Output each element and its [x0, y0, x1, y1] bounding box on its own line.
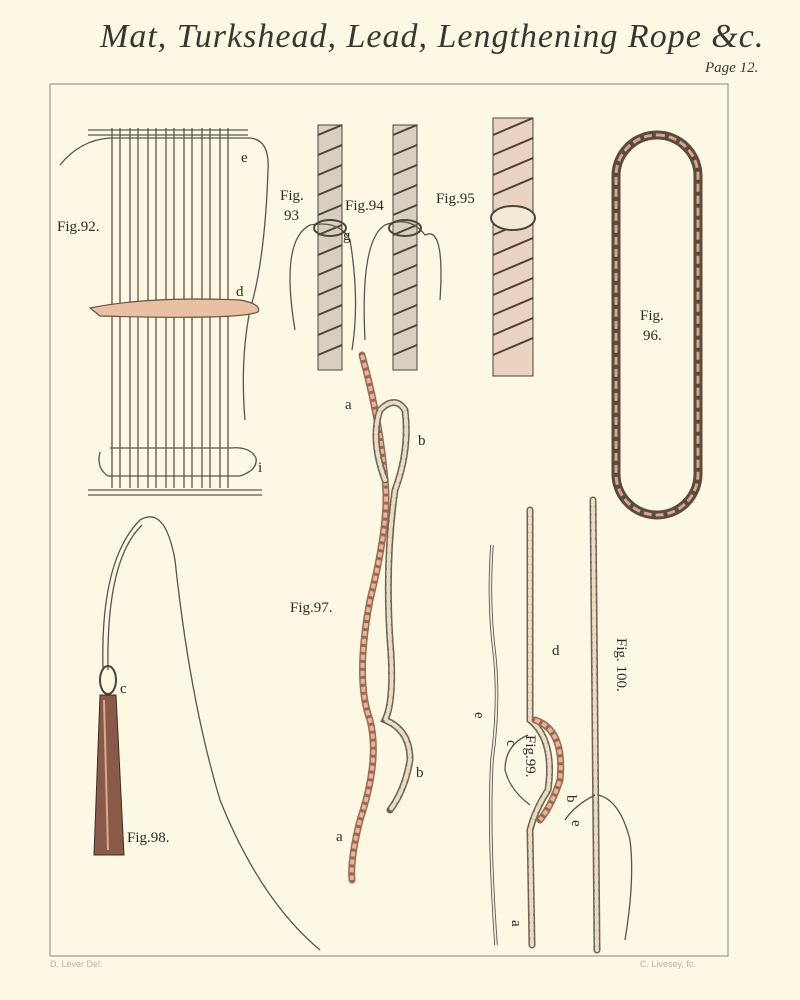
- fig92-label: Fig.92.: [57, 219, 100, 235]
- fig97-label: Fig.97.: [290, 600, 333, 616]
- draughtsman-credit: D. Lever Del.: [50, 959, 103, 969]
- fig93-label-line2: 93: [284, 208, 299, 224]
- fig99-letter-a: a: [508, 920, 524, 927]
- fig99-100-drawing: d c e b e a Fig.99. Fig. 100.: [471, 496, 633, 954]
- fig100-label: Fig. 100.: [613, 638, 629, 692]
- fig92-mat-drawing: Fig.92. e d i: [57, 128, 269, 496]
- fig99-letter-b: b: [563, 795, 579, 803]
- fig97-letter-a-bottom: a: [336, 829, 343, 845]
- fig96-drawing: Fig. 96.: [611, 130, 703, 520]
- fig96-label-line2: 96.: [643, 328, 662, 344]
- fig97-letter-a-top: a: [345, 397, 352, 413]
- engraver-credit: C. Livesey, fc.: [640, 959, 696, 969]
- fig99-label: Fig.99.: [522, 735, 538, 778]
- fig98-letter-c: c: [120, 681, 127, 697]
- fig92-letter-e: e: [241, 150, 248, 166]
- fig92-letter-i: i: [258, 460, 262, 476]
- fig94-label: Fig.94: [345, 198, 384, 214]
- fig97-letter-b-bottom: b: [416, 765, 424, 781]
- fig96-label-line1: Fig.: [640, 308, 664, 324]
- fig99-letter-e-left: e: [471, 712, 487, 719]
- plate-title: Mat, Turkshead, Lead, Lengthening Rope &…: [99, 18, 764, 55]
- fig92-letter-d: d: [236, 284, 244, 300]
- fig97-letter-b-top: b: [418, 433, 426, 449]
- fig99-letter-d: d: [552, 643, 560, 659]
- fig99-letter-e-right: e: [568, 820, 584, 827]
- fig93-95-drawing: Fig. 93 g Fig.94 Fig.95: [280, 117, 536, 377]
- fig97-drawing: Fig.97. a b b a: [290, 351, 426, 884]
- plate-border: [49, 83, 729, 957]
- fig98-label: Fig.98.: [127, 830, 170, 846]
- page-number: Page 12.: [704, 60, 758, 76]
- fig93-label-line1: Fig.: [280, 188, 304, 204]
- fig99-letter-c: c: [503, 740, 519, 747]
- fig93-letter-g: g: [343, 228, 351, 244]
- fig98-drawing: c Fig.98.: [93, 516, 321, 951]
- fig95-label: Fig.95: [436, 191, 475, 207]
